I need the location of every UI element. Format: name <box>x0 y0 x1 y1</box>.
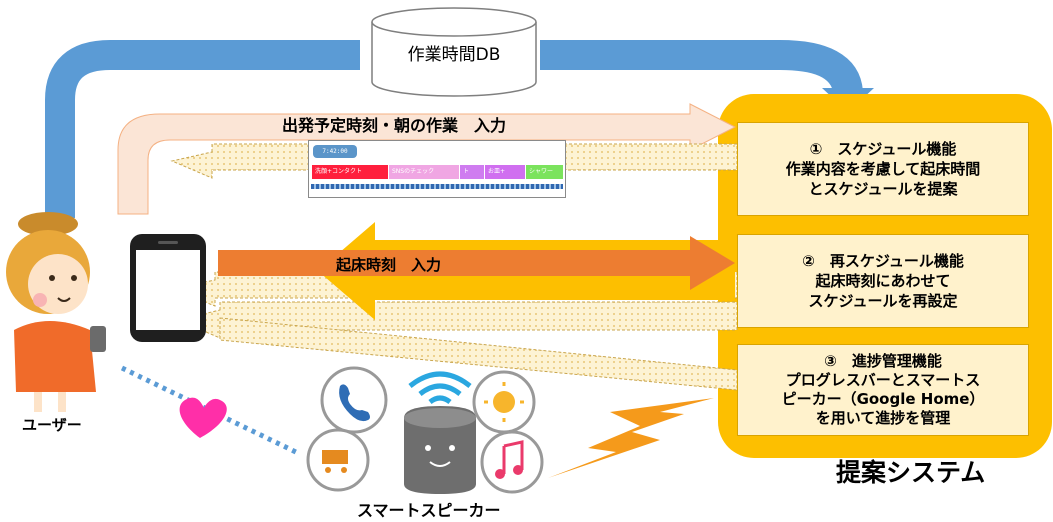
smartphone-icon <box>130 234 206 342</box>
function-line: プログレスバーとスマートス <box>785 371 981 389</box>
blue-flow-arrow <box>45 40 360 218</box>
speaker-label: スマートスピーカー <box>357 501 501 520</box>
sun-icon <box>472 370 536 434</box>
wifi-icon <box>408 371 472 405</box>
function-line: を用いて進捗を管理 <box>815 409 951 427</box>
function-box-schedule: ① スケジュール機能 作業内容を考慮して起床時間 とスケジュールを提案 <box>737 122 1029 216</box>
dotted-link-line <box>120 365 302 457</box>
cart-icon <box>306 428 370 492</box>
function-line: ピーカー（Google Home） <box>781 390 985 408</box>
db-label: 作業時間DB <box>407 45 501 65</box>
progress-segment: ト <box>460 165 484 179</box>
user-character-icon <box>6 212 106 412</box>
progress-bar <box>311 184 563 189</box>
function-box-reschedule: ② 再スケジュール機能 起床時刻にあわせて スケジュールを再設定 <box>737 234 1029 328</box>
smart-speaker-icon <box>404 406 476 494</box>
top-input-label: 出発予定時刻・朝の作業 入力 <box>282 116 507 135</box>
progress-segment: 洗顔+コンタクト <box>312 165 388 179</box>
function-line: スケジュールを再設定 <box>808 292 958 310</box>
progress-segment: お皿+ <box>485 165 525 179</box>
wake-input-label: 起床時刻 入力 <box>336 256 442 274</box>
feedback-arrow-4 <box>219 317 738 391</box>
progress-segment: SNSのチェック <box>389 165 459 179</box>
app-time: 7:42:00 <box>313 145 357 158</box>
function-line: とスケジュールを提案 <box>808 180 958 198</box>
heart-icon <box>179 397 227 438</box>
function-box-progress: ③ 進捗管理機能 プログレスバーとスマートス ピーカー（Google Home）… <box>737 344 1029 436</box>
database-cylinder <box>371 7 537 97</box>
function-line: 起床時刻にあわせて <box>815 272 951 290</box>
user-label: ユーザー <box>22 416 82 434</box>
function-line: 作業内容を考慮して起床時間 <box>785 160 981 178</box>
function-line: ② 再スケジュール機能 <box>802 252 964 270</box>
wake-input-arrow <box>218 236 735 290</box>
blue-flow-arrow-2 <box>540 40 863 95</box>
phone-icon <box>320 366 388 434</box>
music-icon <box>480 430 544 494</box>
schedule-app-thumbnail: 7:42:00 洗顔+コンタクト SNSのチェック ト お皿+ シャワー <box>308 140 566 198</box>
function-line: ① スケジュール機能 <box>809 140 957 158</box>
system-title: 提案システム <box>836 458 986 487</box>
progress-segment: シャワー <box>526 165 563 179</box>
function-line: ③ 進捗管理機能 <box>824 352 942 370</box>
lightning-icon <box>548 398 714 478</box>
input-peach-arrow <box>117 103 737 215</box>
